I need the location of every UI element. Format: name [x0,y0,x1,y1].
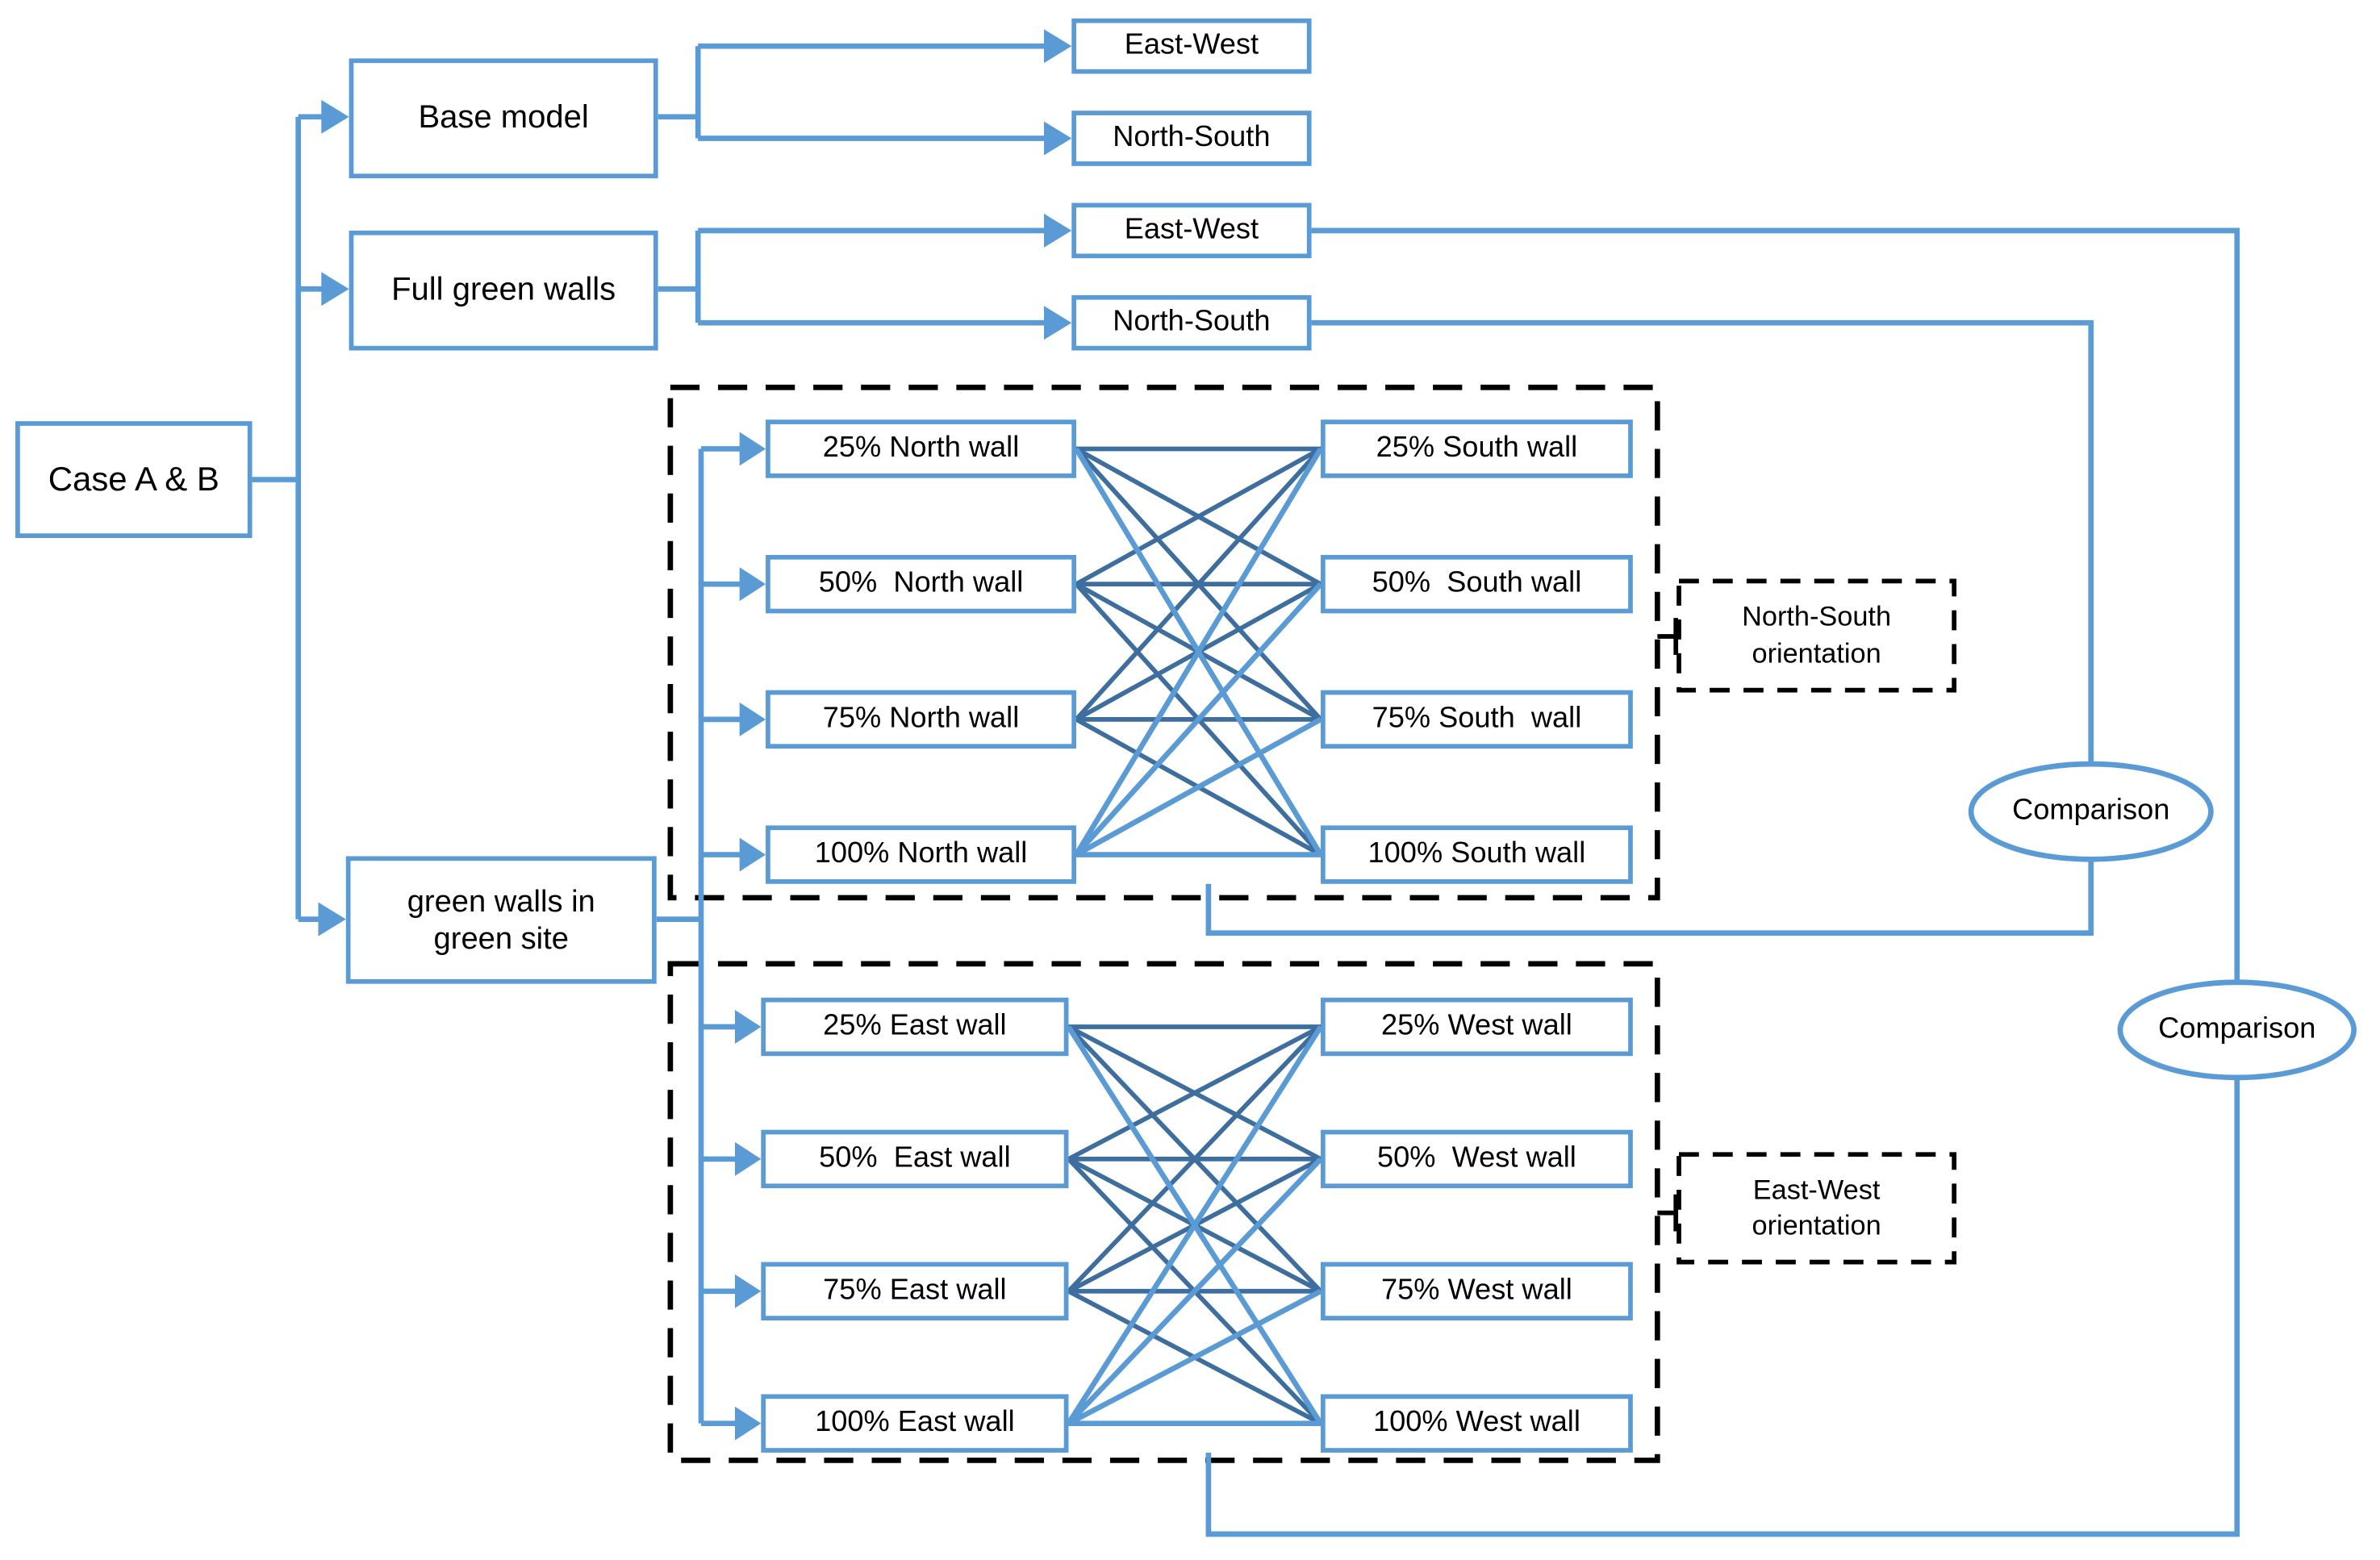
node-south-wall-75: 75% South wall [1320,690,1633,749]
comparison-ellipses [1968,761,2357,1081]
node-label-line: green walls in [407,884,595,919]
node-full-east-west: East-West [1071,202,1312,259]
connector-line [1067,1024,1322,1162]
arrow-head-icon [734,1406,762,1441]
full-ew-to-comparison [1311,227,2240,982]
node-west-wall-50: 50% West wall [1320,1129,1633,1189]
arrow-head-icon [739,702,766,736]
label-comparison-ns: Comparison [2012,795,2170,828]
connector-line [1074,447,1323,721]
east-west-group-frame [667,961,1660,1463]
label-line: orientation [1752,1209,1881,1241]
label-north-south-orientation: North-South orientation [1679,581,1954,690]
label-east-west-orientation: East-West orientation [1679,1154,1954,1262]
node-full-north-south: North-South [1071,294,1312,351]
node-full-green-walls: Full green walls [349,230,658,351]
crossing-lines-ew-light [1066,1025,1323,1427]
connector-line [1067,1025,1323,1293]
ew-matrix-to-comparison [1205,1077,2240,1537]
connector-line [1067,1288,1322,1426]
crossing-lines-ns-light [1074,447,1323,857]
node-north-wall-25: 25% North wall [766,419,1076,478]
ns-matrix-to-comparison [1205,859,2094,936]
node-north-wall-100: 100% North wall [766,825,1076,884]
connector-line [1075,716,1322,857]
arrow-head-icon [318,902,346,936]
node-base-east-west: East-West [1071,18,1312,74]
connector-line [1075,446,1322,586]
node-label-line: green site [433,921,569,956]
arrow-head-icon [734,1010,762,1044]
arrow-head-icon [739,837,766,872]
arrow-head-icon [734,1141,762,1176]
label-line: East-West [1752,1174,1881,1205]
node-north-wall-50: 50% North wall [766,554,1076,614]
node-base-north-south: North-South [1071,111,1312,166]
node-west-wall-75: 75% West wall [1320,1262,1633,1320]
node-east-wall-100: 100% East wall [761,1394,1069,1453]
arrow-head-icon [321,272,349,307]
arrow-heads [318,29,1072,1441]
full-ns-to-comparison [1311,319,2094,765]
node-north-wall-75: 75% North wall [766,690,1076,749]
arrow-head-icon [321,99,349,134]
node-south-wall-50: 50% South wall [1320,554,1633,614]
ns-orientation-frame [1676,578,1957,693]
arrow-head-icon [734,1274,762,1308]
arrow-head-icon [1043,213,1072,248]
arrow-head-icon [1043,306,1072,340]
node-east-wall-75: 75% East wall [761,1262,1069,1320]
dashed-frames [667,384,1957,1463]
node-base-model: Base model [349,58,658,179]
north-south-group-frame [667,384,1660,901]
comparison-ns-ellipse [1968,761,2214,862]
ew-orientation-frame [1676,1152,1957,1265]
node-west-wall-100: 100% West wall [1320,1394,1633,1453]
arrow-head-icon [1043,29,1072,64]
arrow-head-icon [739,432,766,466]
node-east-wall-50: 50% East wall [761,1129,1069,1189]
node-east-wall-25: 25% East wall [761,997,1069,1057]
tree-lines [252,43,2240,1537]
arrow-head-icon [739,567,766,602]
label-line: North-South [1742,601,1892,632]
connector-line [1067,1157,1323,1425]
node-south-wall-25: 25% South wall [1320,419,1633,478]
connector-line [1074,582,1323,857]
node-west-wall-25: 25% West wall [1320,997,1633,1057]
node-south-wall-100: 100% South wall [1320,825,1633,884]
label-comparison-ew: Comparison [2158,1012,2316,1045]
label-line: orientation [1752,636,1881,669]
node-green-walls-green-site: green walls in green site [345,856,657,984]
connector-line [1074,447,1323,857]
comparison-ew-ellipse [2117,979,2357,1081]
node-case-a-b: Case A & B [15,421,253,538]
connector-line [1066,1025,1323,1425]
arrow-head-icon [1043,121,1072,156]
